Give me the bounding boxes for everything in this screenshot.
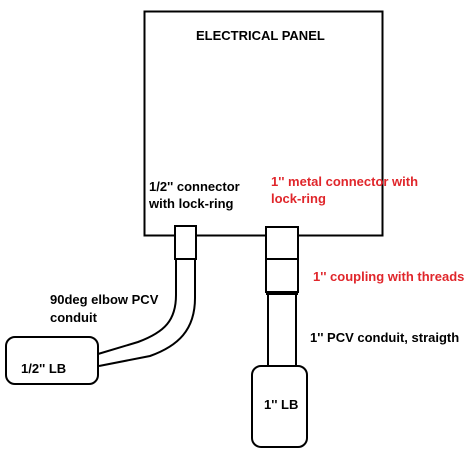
elbow-conduit-lower-edge bbox=[98, 259, 196, 367]
panel-title: ELECTRICAL PANEL bbox=[196, 28, 325, 43]
one-inch-lb-label: 1'' LB bbox=[264, 397, 299, 412]
elbow-label-line2: conduit bbox=[50, 310, 97, 325]
one-inch-coupling bbox=[265, 258, 299, 293]
elbow-conduit-upper-edge bbox=[97, 259, 177, 355]
right-connector-label-line2: lock-ring bbox=[271, 191, 326, 206]
right-connector-label-line1: 1'' metal connector with bbox=[271, 174, 419, 189]
half-inch-lb-label: 1/2'' LB bbox=[21, 361, 67, 376]
straight-conduit-label: 1'' PCV conduit, straigth bbox=[310, 330, 460, 345]
left-connector-label-line1: 1/2'' connector bbox=[149, 179, 240, 194]
half-inch-connector bbox=[174, 225, 197, 260]
one-inch-metal-connector bbox=[265, 226, 299, 260]
elbow-label-line1: 90deg elbow PCV bbox=[50, 292, 159, 307]
left-connector-label-line2: with lock-ring bbox=[149, 196, 234, 211]
one-inch-lb-box bbox=[251, 365, 308, 448]
coupling-label: 1'' coupling with threads bbox=[313, 269, 465, 284]
electrical-panel-box bbox=[143, 10, 384, 237]
half-inch-lb-box bbox=[5, 336, 99, 385]
